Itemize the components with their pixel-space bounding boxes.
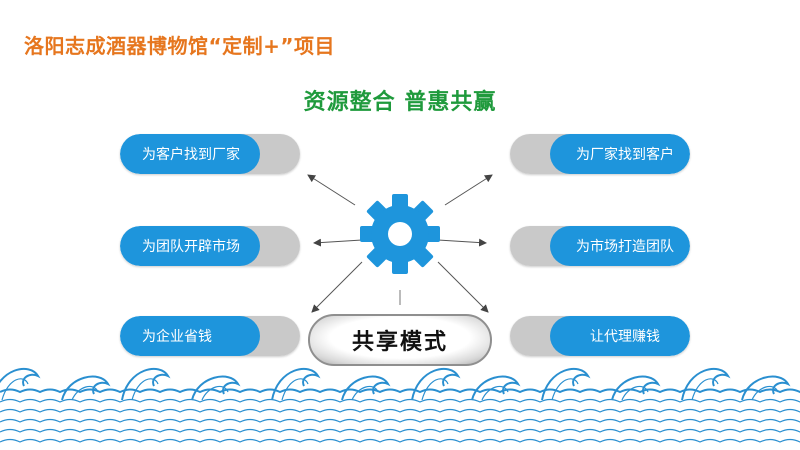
left-pill-3-label: 为企业省钱: [120, 316, 260, 356]
right-pill-2: 为市场打造团队: [510, 226, 690, 266]
arrow-to-right-mid: [437, 238, 487, 247]
arrow-to-right-top: [444, 174, 493, 206]
hub-label: 共享模式: [308, 314, 492, 366]
left-pill-2-label: 为团队开辟市场: [120, 226, 260, 266]
gear-icon: [360, 194, 440, 274]
arrow-to-right-bottom: [437, 261, 489, 313]
arrow-to-left-top: [307, 174, 356, 206]
arrow-to-left-mid: [313, 238, 363, 247]
page-subtitle: 资源整合 普惠共赢: [303, 90, 497, 115]
left-pill-1: 为客户找到厂家: [120, 134, 300, 174]
right-pill-3: 让代理赚钱: [510, 316, 690, 356]
right-pill-3-label: 让代理赚钱: [550, 316, 690, 356]
left-pill-2: 为团队开辟市场: [120, 226, 300, 266]
right-pill-1-label: 为厂家找到客户: [550, 134, 690, 174]
right-pill-1: 为厂家找到客户: [510, 134, 690, 174]
left-pill-1-label: 为客户找到厂家: [120, 134, 260, 174]
arrow-to-left-bottom: [311, 261, 363, 313]
left-pill-3: 为企业省钱: [120, 316, 300, 356]
right-pill-2-label: 为市场打造团队: [550, 226, 690, 266]
page-title: 洛阳志成酒器博物馆“定制+”项目: [24, 34, 336, 58]
